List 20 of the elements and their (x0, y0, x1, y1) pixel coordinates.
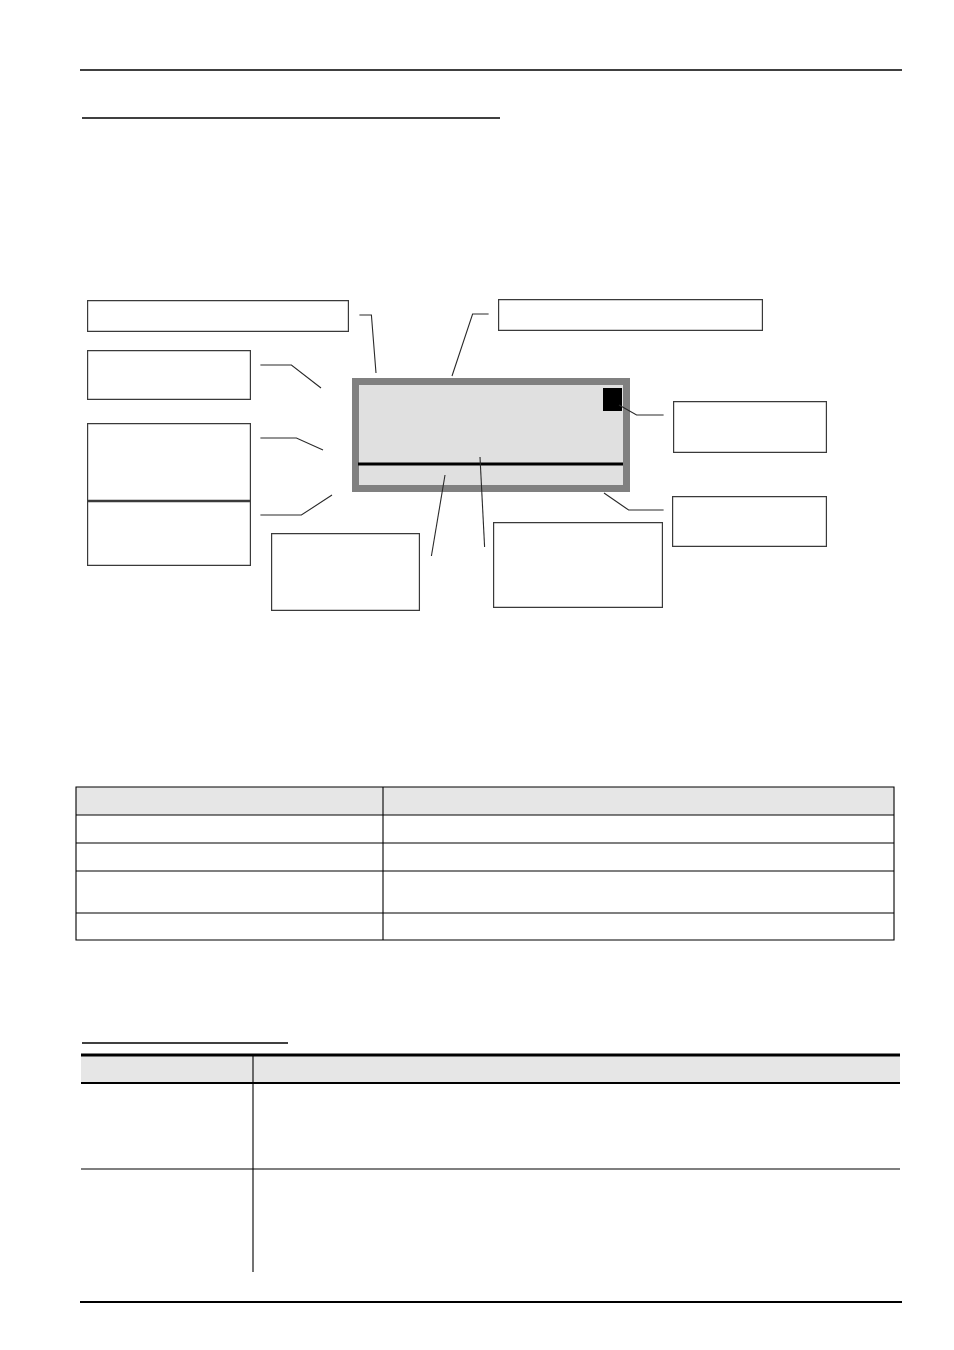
leader-line (479, 456, 486, 548)
leader-line (618, 404, 665, 416)
cursor-block (603, 388, 622, 411)
callout-box (493, 522, 663, 608)
leader-line (259, 494, 333, 516)
callout-box (87, 300, 349, 332)
callout-box (672, 496, 827, 547)
leader-line (259, 437, 324, 451)
leader-line (451, 313, 490, 377)
callout-box (87, 501, 251, 566)
leader-line (603, 492, 665, 511)
callout-box (271, 533, 420, 611)
callout-box (87, 350, 251, 400)
callout-box (87, 423, 251, 501)
callout-box (498, 299, 763, 331)
display-screen (352, 378, 630, 492)
leader-line (358, 314, 377, 374)
callout-box (673, 401, 827, 453)
leader-line (259, 364, 322, 389)
leader-line (430, 474, 446, 557)
